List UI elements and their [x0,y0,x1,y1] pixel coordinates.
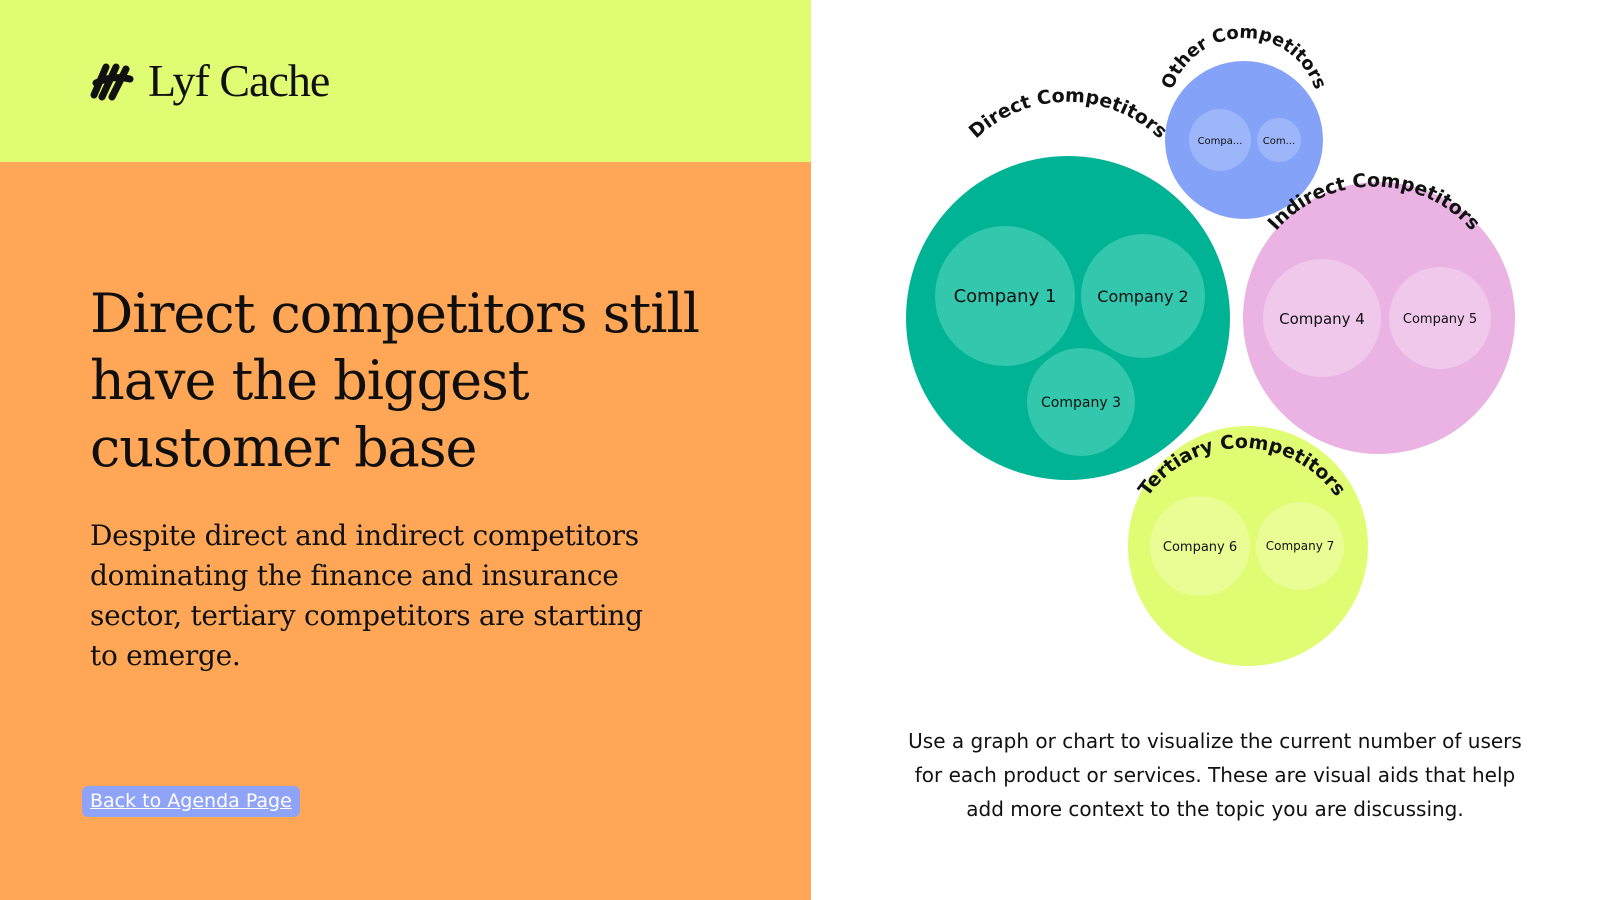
header-band [0,0,811,162]
company-a-bubble [1189,109,1251,171]
company-1-label: Company 1 [954,286,1057,307]
company-5-label: Company 5 [1403,312,1477,327]
back-to-agenda-link[interactable]: Back to Agenda Page [82,786,300,817]
company-4-bubble [1263,259,1381,377]
direct-competitors-label: Direct Competitors [965,85,1172,143]
company-1-bubble [935,226,1075,366]
company-6-bubble [1150,496,1250,596]
content-panel [0,162,811,900]
company-5-bubble [1389,267,1491,369]
company-2-label: Company 2 [1097,287,1188,306]
diagram-caption: Use a graph or chart to visualize the cu… [908,729,1522,821]
company-b-bubble [1257,118,1301,162]
company-4-label: Company 4 [1279,310,1365,328]
company-7-label: Company 7 [1266,539,1335,553]
company-3-bubble [1027,348,1135,456]
brand-name: Lyf Cache [148,55,330,106]
company-3-label: Company 3 [1041,395,1121,411]
brand-logo: Lyf Cache [90,55,330,106]
company-2-bubble [1081,234,1205,358]
slide-headline: Direct competitors still have the bigges… [90,282,700,479]
slide-body: Despite direct and indirect competitors … [90,519,643,672]
group-indirect: Indirect Competitors Company 4 Company 5 [1243,170,1515,454]
scribble-logo-icon [90,63,134,101]
company-6-label: Company 6 [1163,540,1237,555]
company-7-bubble [1256,502,1344,590]
group-tertiary: Tertiary Competitors Company 6 Company 7 [1128,426,1368,666]
company-b-label: Com... [1263,136,1295,147]
company-a-label: Compa... [1198,136,1243,147]
